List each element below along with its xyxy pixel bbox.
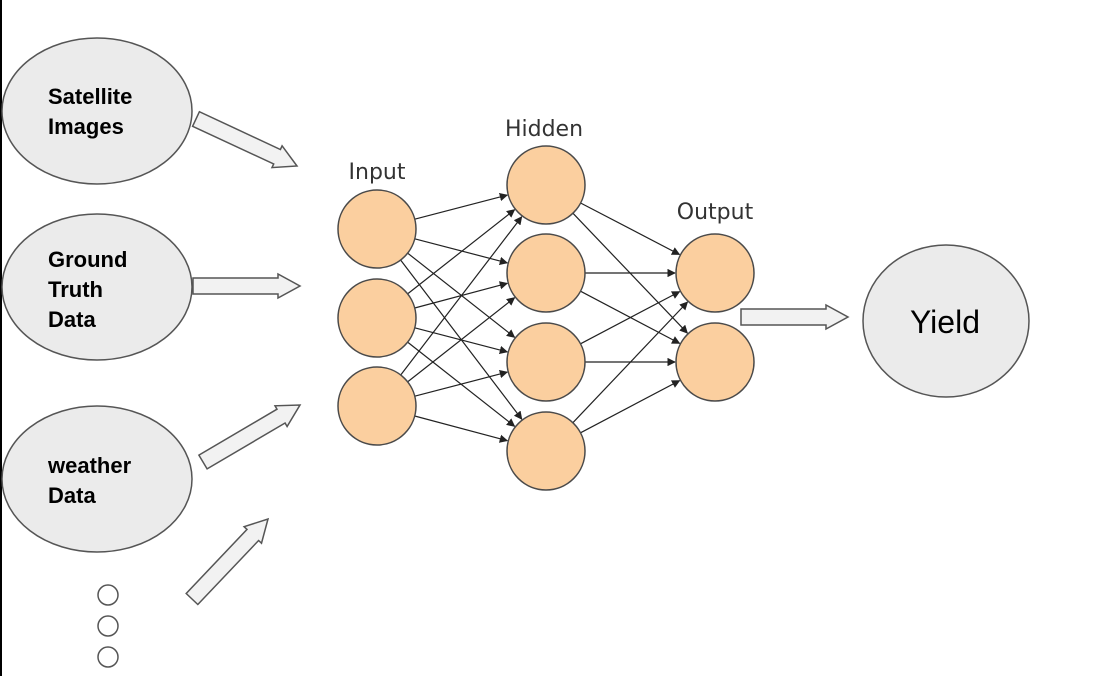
- input-neuron: [337, 189, 417, 269]
- block-arrow-ground-truth: [192, 272, 302, 300]
- source-label-line: Images: [48, 114, 124, 139]
- block-arrows: [185, 110, 850, 606]
- hidden-layer: [506, 145, 586, 491]
- block-arrow-weather: [197, 404, 302, 470]
- source-label-line: Ground: [48, 247, 127, 272]
- ellipsis-dot: [97, 584, 119, 606]
- svg-text:Ground Truth Data: Ground Truth Data: [48, 247, 134, 332]
- connection-arrow: [414, 415, 509, 443]
- connection-arrow: [414, 369, 509, 397]
- input-source-satellite-images: Satellite Images: [1, 37, 193, 185]
- connection-arrow: [407, 297, 516, 383]
- svg-text:Satellite Images: Satellite Images: [48, 84, 139, 139]
- output-layer-label: Output: [677, 200, 754, 225]
- connection-arrow: [400, 216, 523, 376]
- block-arrow-to-yield: [740, 303, 850, 331]
- hidden-neuron: [506, 322, 586, 402]
- source-label-line: weather: [47, 453, 132, 478]
- connection-arrow: [580, 380, 681, 434]
- source-label-line: Satellite: [48, 84, 132, 109]
- hidden-neuron: [506, 145, 586, 225]
- block-arrow-satellite: [191, 110, 299, 169]
- output-neuron: [675, 322, 755, 402]
- connection-arrow: [414, 238, 509, 266]
- connection-arrow: [580, 202, 681, 256]
- hidden-neuron: [506, 411, 586, 491]
- connection-arrow: [572, 301, 689, 424]
- hidden-layer-label: Hidden: [505, 117, 583, 142]
- output-neuron: [675, 233, 755, 313]
- result-label: Yield: [910, 304, 980, 340]
- source-ellipse: [1, 213, 193, 361]
- input-neuron: [337, 278, 417, 358]
- connection-arrow: [407, 209, 516, 295]
- svg-text:weather Data: weather Data: [47, 453, 137, 508]
- connection-arrow: [580, 291, 681, 345]
- input-source-weather-data: weather Data: [1, 405, 193, 553]
- source-label-line: Data: [48, 483, 96, 508]
- result-yield: Yield: [862, 244, 1030, 398]
- input-layer-label: Input: [349, 160, 406, 185]
- source-ellipse: [1, 405, 193, 553]
- hidden-neuron: [506, 233, 586, 313]
- more-sources-ellipsis: [97, 584, 119, 668]
- input-neuron: [337, 366, 417, 446]
- input-layer: [337, 189, 417, 446]
- source-ellipse: [1, 37, 193, 185]
- ellipsis-dot: [97, 646, 119, 668]
- network-connections: [400, 192, 689, 443]
- input-source-ground-truth-data: Ground Truth Data: [1, 213, 193, 361]
- result-ellipse: [862, 244, 1030, 398]
- output-layer: [675, 233, 755, 402]
- block-arrow-more-sources: [185, 517, 270, 606]
- connection-arrow: [414, 192, 509, 220]
- ellipsis-dot: [97, 615, 119, 637]
- source-label-line: Truth: [48, 277, 103, 302]
- source-label-line: Data: [48, 307, 96, 332]
